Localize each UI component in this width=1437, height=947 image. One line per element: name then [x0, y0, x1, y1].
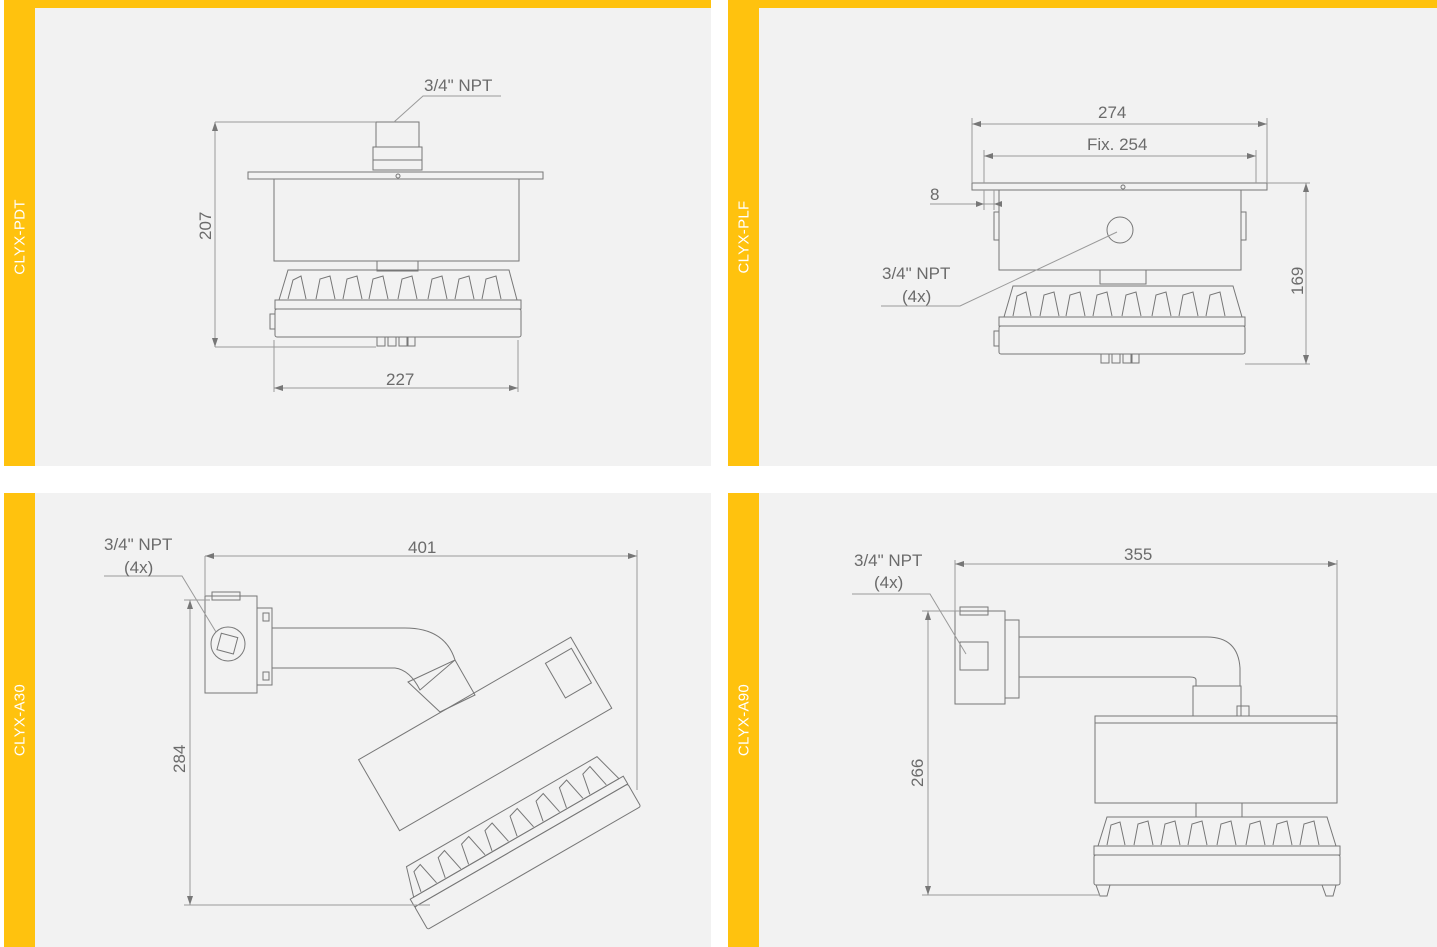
panel-label-tab: CLYX-PLF [728, 8, 759, 466]
dim-height-label: 284 [170, 745, 189, 773]
panel-clyx-pdt: CLYX-PDT [4, 8, 711, 466]
dim-width-label: 355 [1124, 545, 1152, 564]
dim-height-label: 266 [908, 759, 927, 787]
panel-label-tab: CLYX-A30 [4, 493, 35, 947]
thread-callout: 3/4" NPT [424, 76, 492, 95]
dim-height-label: 207 [196, 212, 215, 240]
top-accent-bar-left [4, 0, 711, 8]
dim-offset-label: 8 [930, 185, 939, 204]
dim-width-label: 227 [386, 370, 414, 389]
pendant-mount-drawing: 3/4" NPT 207 227 [196, 76, 544, 392]
thread-qty: (4x) [902, 287, 931, 306]
thread-qty: (4x) [124, 558, 153, 577]
thread-callout: 3/4" NPT [882, 264, 950, 283]
ceiling-flush-drawing: 274 Fix. 254 8 169 3/4" NPT (4x) [881, 103, 1310, 365]
thread-callout: 3/4" NPT [104, 535, 172, 554]
dim-overall-label: 274 [1098, 103, 1126, 122]
thread-qty: (4x) [874, 573, 903, 592]
wall-arm-30-drawing: 401 284 3/4" NPT (4x) [104, 535, 641, 930]
dim-height-label: 169 [1288, 267, 1307, 295]
panel-label-tab: CLYX-PDT [4, 8, 35, 466]
panel-clyx-a90: CLYX-A90 [728, 493, 1437, 947]
dim-width-label: 401 [408, 538, 436, 557]
thread-callout: 3/4" NPT [854, 551, 922, 570]
panel-clyx-plf: CLYX-PLF [728, 8, 1437, 466]
panel-label-tab: CLYX-A90 [728, 493, 759, 947]
wall-arm-90-drawing: 355 266 3/4" NPT (4x) [852, 545, 1341, 897]
dim-fix-label: Fix. 254 [1087, 135, 1147, 154]
panel-clyx-a30: CLYX-A30 [4, 493, 711, 947]
top-accent-bar-right [728, 0, 1437, 8]
